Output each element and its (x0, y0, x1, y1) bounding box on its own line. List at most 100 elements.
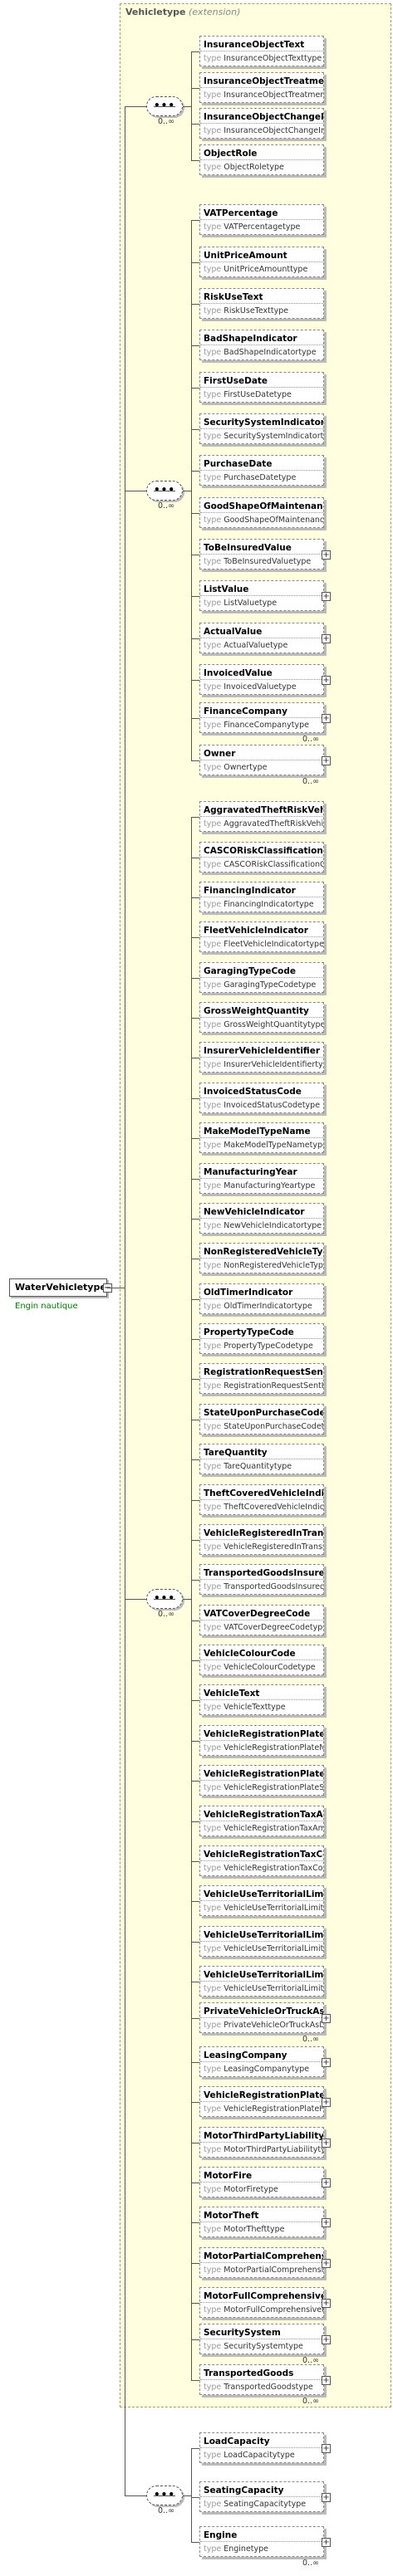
element-box[interactable]: PrivateVehicleOrTruckAsDriventypePrivate… (199, 2002, 331, 2033)
expand-plus-icon[interactable]: + (322, 2335, 331, 2344)
type-name: OldTimerIndicatortype (224, 1302, 312, 1311)
element-type: typeRegistrationRequestSentIndicato... (200, 1379, 323, 1393)
element-box[interactable]: TheftCoveredVehicleIndicatortypeTheftCov… (199, 1484, 324, 1515)
type-name: GaragingTypeCodetype (224, 980, 317, 990)
element-box[interactable]: VehicleRegistrationPlateNumbertypeVehicl… (199, 1725, 324, 1756)
expand-plus-icon[interactable]: + (322, 2014, 331, 2023)
sequence-compositor[interactable]: ••• (146, 481, 183, 501)
expand-plus-icon[interactable]: + (322, 550, 331, 560)
element-name: InsuranceObjectText (200, 37, 323, 51)
element-connector-line (191, 1018, 199, 1019)
element-box[interactable]: InsuranceObjectChangeIndicatortypeInsura… (199, 108, 324, 139)
expand-plus-icon[interactable]: + (322, 676, 331, 685)
expand-plus-icon[interactable]: + (322, 2376, 331, 2385)
element-box[interactable]: TransportedGoodsInsuredIndic...typeTrans… (199, 1564, 324, 1595)
element-box[interactable]: RegistrationRequestSentIndicatortypeRegi… (199, 1363, 324, 1394)
expand-plus-icon[interactable]: + (322, 756, 331, 765)
expand-plus-icon[interactable]: + (322, 2218, 331, 2227)
sequence-out-line (183, 2495, 191, 2496)
expand-plus-icon[interactable]: + (322, 2493, 331, 2502)
element-box[interactable]: AggravatedTheftRiskVehicleIndi...typeAgg… (199, 801, 324, 832)
expand-plus-icon[interactable]: + (322, 2139, 331, 2148)
expand-plus-icon[interactable]: + (322, 2444, 331, 2453)
element-connector-line (191, 1138, 199, 1139)
type-name: FirstUseDatetype (224, 390, 292, 399)
expand-plus-icon[interactable]: + (322, 2058, 331, 2067)
expand-plus-icon[interactable]: + (322, 2538, 331, 2547)
sequence-compositor[interactable]: ••• (146, 2486, 183, 2505)
element-box[interactable]: VehicleRegistrationTaxCoveredI...typeVeh… (199, 1845, 324, 1876)
type-name: VATCoverDegreeCodetype (224, 1623, 323, 1632)
element-connector-line (191, 718, 199, 719)
sequence-compositor[interactable]: ••• (146, 96, 183, 116)
element-type: typeTheftCoveredVehicleIndicatortype (200, 1500, 323, 1514)
expand-plus-icon[interactable]: + (322, 2259, 331, 2268)
element-box[interactable]: InsuranceObjectTreatmentCodetypeInsuranc… (199, 72, 324, 103)
type-keyword: type (204, 1422, 222, 1431)
expand-plus-icon[interactable]: + (322, 592, 331, 601)
element-box[interactable]: VehicleRegistrationTaxAmounttypeVehicleR… (199, 1806, 324, 1836)
expand-plus-icon[interactable]: + (322, 2299, 331, 2308)
expand-plus-icon[interactable]: + (322, 2178, 331, 2187)
element-box[interactable]: VehicleUseTerritorialLimitCodetypeVehicl… (199, 1885, 324, 1916)
type-keyword: type (204, 1984, 222, 1993)
element-box[interactable]: NonRegisteredVehicleTypeCodetypeNonRegis… (199, 1243, 324, 1273)
element-box[interactable]: MotorPartialComprehensivetypeMotorPartia… (199, 2247, 331, 2278)
sequence-occurrence: 0..∞ (158, 2506, 174, 2515)
expand-plus-icon[interactable]: + (322, 2098, 331, 2107)
element-box[interactable]: VehicleRegisteredInTransitIndic...typeVe… (199, 1524, 324, 1555)
element-box[interactable]: GoodShapeOfMaintenanceIndica...typeGoodS… (199, 497, 324, 528)
element-box[interactable]: VehicleUseTerritorialLimitExten...typeVe… (199, 1966, 324, 1997)
root-element-box[interactable]: WaterVehicletype − (9, 1278, 112, 1297)
element-box[interactable]: CASCORiskClassificationCodetypeCASCORisk… (199, 842, 324, 873)
element-box[interactable]: VehicleUseTerritorialLimitExten...typeVe… (199, 1926, 324, 1957)
sequence-compositor[interactable]: ••• (146, 1589, 183, 1609)
expand-plus-icon[interactable]: + (322, 714, 331, 723)
expand-plus-icon[interactable]: + (322, 634, 331, 643)
element-box[interactable]: VehicleRegistrationPlateHoldertypeVehicl… (199, 2086, 331, 2117)
element-box[interactable]: VehicleRegistrationPlateStatusC...typeVe… (199, 1765, 324, 1796)
